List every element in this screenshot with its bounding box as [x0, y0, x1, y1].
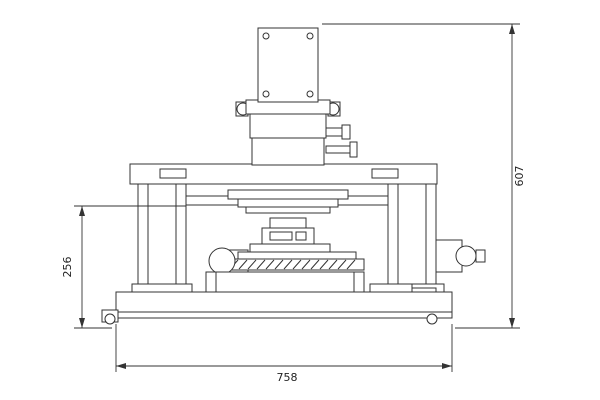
stage-plate-middle [237, 198, 339, 208]
right-foot-bolt [426, 313, 438, 325]
knob-end-cap [475, 249, 486, 263]
handwheel [208, 247, 236, 275]
machine-base [101, 291, 453, 325]
slide-post [269, 217, 307, 229]
knob-head [349, 141, 358, 158]
right-column-outline [387, 183, 437, 285]
left-column-outline [137, 183, 187, 285]
side-handwheel [455, 245, 477, 267]
extension-lines [115, 324, 453, 372]
left-column-foot [131, 283, 193, 293]
screw-hole [306, 32, 314, 40]
bridge-label-plate [159, 168, 187, 179]
motor-head-body [257, 27, 319, 103]
focus-knobs [325, 124, 358, 158]
stage-plates [227, 189, 349, 214]
extension-lines [322, 23, 520, 329]
side-knob-assembly [435, 239, 486, 273]
dimension-label-stage-height: 256 [61, 257, 74, 278]
motor-head [257, 27, 319, 103]
stage-spacer [249, 243, 331, 253]
mount-body [249, 113, 327, 139]
dimension-total-width: 758 [115, 324, 453, 384]
left-column [131, 183, 193, 293]
stage-top-rail [237, 251, 357, 260]
screw-hole [262, 32, 270, 40]
dimension-total-height: 607 [322, 23, 526, 329]
center-slide [261, 217, 315, 245]
screw-hole [262, 90, 270, 98]
machine-front-view [101, 27, 486, 325]
knob-shaft [325, 145, 351, 154]
dimension-label-total-width: 758 [277, 371, 298, 384]
support-column [251, 137, 325, 166]
extension-lines [74, 205, 186, 329]
stage-plate-lower [245, 206, 331, 214]
bridge-label-plate [371, 168, 399, 179]
knob-head [341, 124, 351, 140]
knob-shaft [325, 127, 343, 137]
bridge-plate [129, 163, 438, 185]
dimension-label-total-height: 607 [513, 166, 526, 187]
screw-hole [306, 90, 314, 98]
slide-insert [269, 231, 293, 241]
lower-stage [205, 243, 365, 299]
left-foot-bolt [104, 313, 116, 325]
head-mount [235, 99, 341, 139]
stage-plate-upper [227, 189, 349, 200]
dimension-stage-height: 256 [61, 205, 186, 329]
base-outline [115, 291, 453, 319]
right-column [383, 183, 445, 293]
slide-insert [295, 231, 307, 241]
